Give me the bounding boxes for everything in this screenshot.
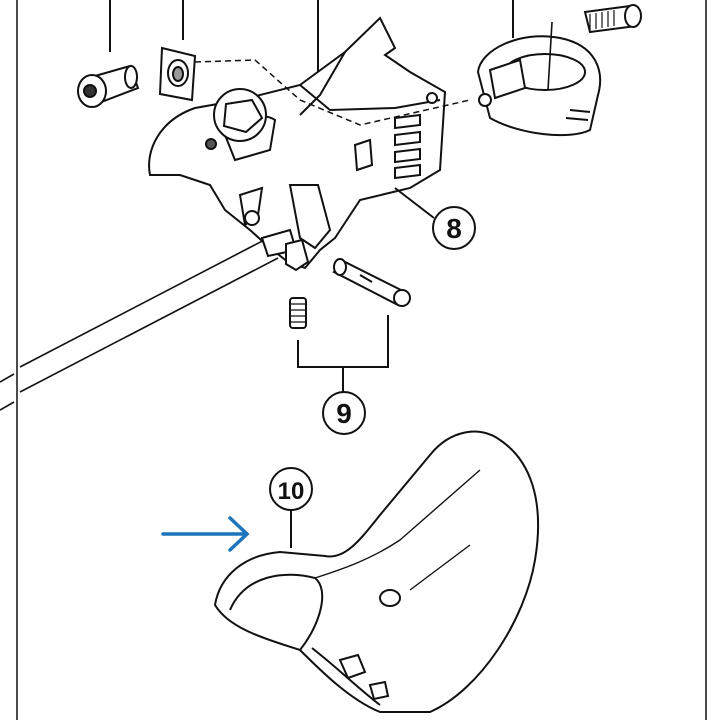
lever-bracket [148, 16, 447, 272]
svg-text:8: 8 [446, 213, 462, 244]
right-arrow-icon [161, 516, 250, 552]
washer [158, 46, 197, 102]
pivot-pin [332, 258, 411, 307]
svg-text:10: 10 [278, 478, 305, 505]
handlebar [0, 235, 279, 411]
callout-10: 10 [269, 467, 313, 511]
svg-text:9: 9 [336, 398, 352, 429]
part-9-bracket [297, 315, 389, 368]
part-8-leader [394, 187, 435, 219]
callout-9: 9 [322, 391, 366, 435]
clamp-band [476, 35, 602, 137]
hood-cover [213, 430, 539, 713]
callout-8: 8 [432, 206, 476, 250]
set-screw [289, 297, 307, 329]
cap-nut [77, 64, 140, 108]
assembly-guide-dashed [194, 59, 471, 126]
clamp-bolt [547, 4, 642, 91]
